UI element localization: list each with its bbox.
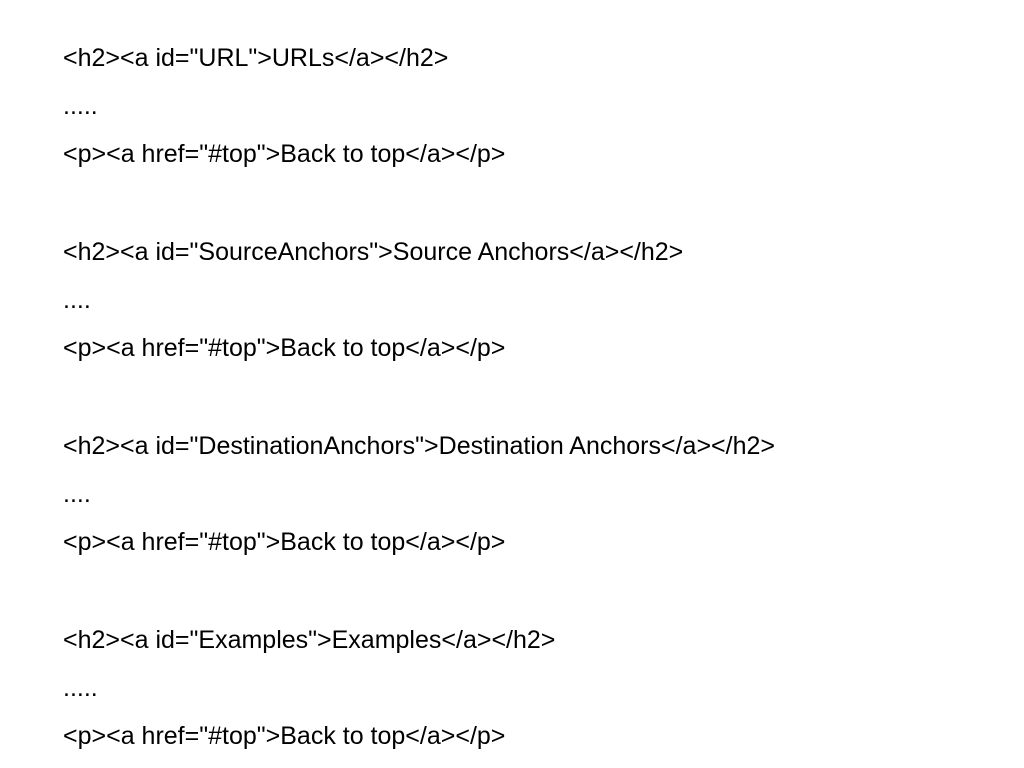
blank-line xyxy=(63,372,1003,422)
code-line-heading-examples: <h2><a id="Examples">Examples</a></h2> xyxy=(63,626,556,654)
code-line-ellipsis: ..... xyxy=(63,674,98,702)
code-line-ellipsis: .... xyxy=(63,480,91,508)
code-line-back-to-top: <p><a href="#top">Back to top</a></p> xyxy=(63,528,506,556)
code-line-heading-urls: <h2><a id="URL">URLs</a></h2> xyxy=(63,44,449,72)
blank-line xyxy=(63,566,1003,616)
code-line-back-to-top: <p><a href="#top">Back to top</a></p> xyxy=(63,722,506,750)
code-listing: <h2><a id="URL">URLs</a></h2> ..... <p><… xyxy=(63,34,1003,760)
code-line-heading-source-anchors: <h2><a id="SourceAnchors">Source Anchors… xyxy=(63,238,684,266)
blank-line xyxy=(63,178,1003,228)
code-line-back-to-top: <p><a href="#top">Back to top</a></p> xyxy=(63,140,506,168)
code-line-ellipsis: .... xyxy=(63,286,91,314)
code-line-ellipsis: ..... xyxy=(63,92,98,120)
code-line-heading-destination-anchors: <h2><a id="DestinationAnchors">Destinati… xyxy=(63,432,775,460)
code-line-back-to-top: <p><a href="#top">Back to top</a></p> xyxy=(63,334,506,362)
